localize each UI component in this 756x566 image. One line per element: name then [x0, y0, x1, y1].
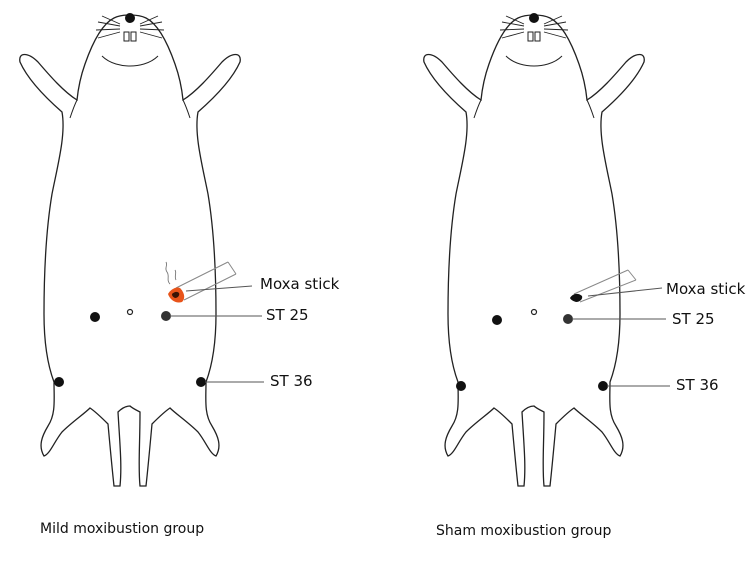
- moxa-stick-label-mild: Moxa stick: [260, 275, 340, 293]
- st36-label-mild: ST 36: [270, 372, 313, 390]
- st25-label-sham: ST 25: [672, 310, 715, 328]
- acupoint-st36-sham: [598, 381, 608, 391]
- leader-moxa-mild: [185, 285, 253, 292]
- caption-mild: Mild moxibustion group: [40, 521, 205, 537]
- st36-label-sham: ST 36: [676, 376, 719, 394]
- acupoint-left-st36-sham: [456, 381, 466, 391]
- rat-outline-mild: [19, 12, 241, 487]
- caption-sham: Sham moxibustion group: [436, 523, 612, 539]
- acupoint-left-st25-sham: [492, 315, 502, 325]
- acupoint-left-st36-mild: [54, 377, 64, 387]
- st25-label-mild: ST 25: [266, 306, 309, 324]
- moxa-stick-label-sham: Moxa stick: [666, 280, 746, 298]
- acupoint-st36-mild: [196, 377, 206, 387]
- moxa-stick-unlit: [570, 269, 637, 303]
- moxa-stick-lit: [165, 261, 237, 303]
- acupoint-st25-sham: [563, 314, 573, 324]
- acupoint-st25-mild: [161, 311, 171, 321]
- leader-moxa-sham: [587, 287, 663, 297]
- acupoint-left-st25-mild: [90, 312, 100, 322]
- rat-outline-sham: [423, 12, 645, 487]
